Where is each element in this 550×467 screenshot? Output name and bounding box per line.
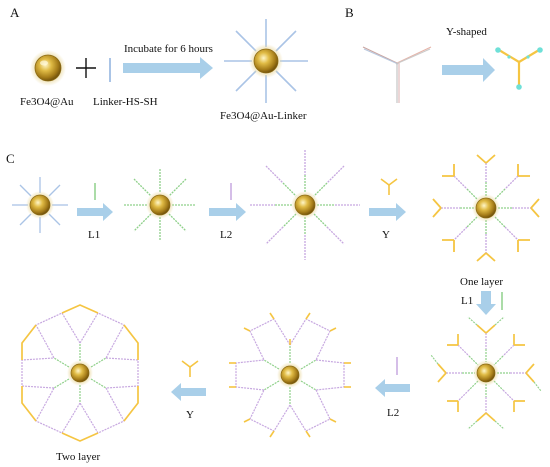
step-l2: L2 [220,229,232,241]
incubate-caption: Incubate for 6 hours [124,43,213,55]
panel-b-label: B [345,5,354,20]
step-l2-back: L2 [387,407,399,419]
arrow-right-icon [369,203,406,221]
panel-c-label: C [6,151,15,166]
y-strand-raw [362,46,432,103]
panel-a: A Fe3O4@Au Linker-HS-SH Incubate for 6 h… [10,5,308,122]
y-shaped-title: Y-shaped [446,26,487,38]
plus-icon [76,58,96,78]
stage-np-l2 [250,150,360,260]
step-l1: L1 [88,229,100,241]
y-strand-icon [181,360,199,377]
two-layer-structure [21,304,139,442]
step-y-back: Y [186,409,194,421]
np-label: Fe3O4@Au [20,96,74,108]
step-y: Y [382,229,390,241]
panel-a-label: A [10,5,20,20]
arrow-left-icon [171,383,206,401]
y-strand-icon [380,178,398,195]
nanoparticle-icon [30,50,66,86]
panel-b: B Y-shaped [345,5,543,103]
stage-np-l1 [124,169,196,241]
two-layer-label: Two layer [56,451,100,463]
one-layer-structure [432,154,540,262]
np-linker-product [224,19,308,103]
product-label: Fe3O4@Au-Linker [220,110,307,122]
linker-label: Linker-HS-SH [93,96,158,108]
panel-c: C L1 [6,150,542,463]
arrow-right-icon [442,58,495,82]
y-shape-icon [495,47,543,90]
petal-structure [229,312,351,438]
arrow-right-icon [209,203,246,221]
arrow-down-icon [476,291,496,315]
step-l1-down: L1 [461,295,473,307]
one-layer-label: One layer [460,276,503,288]
arrow-left-icon [375,379,410,397]
stage-np-linker [12,177,68,233]
one-layer-plus-l1 [430,316,542,430]
arrow-right-icon [77,203,113,221]
arrow-right-icon [123,57,213,79]
